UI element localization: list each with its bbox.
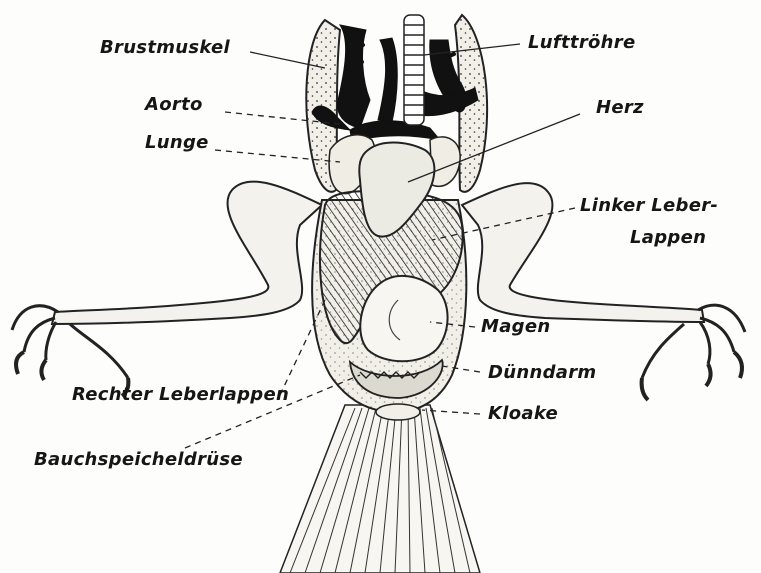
label-magen: Magen [481, 316, 550, 337]
label-rechter-leberlappen: Rechter Leberlappen [72, 384, 289, 405]
trachea [404, 15, 424, 125]
label-lunge: Lunge [145, 132, 209, 153]
label-brustmuskel: Brustmuskel [100, 37, 230, 58]
cloaca [376, 404, 420, 420]
right-leg [52, 182, 322, 324]
label-linker-leberlappen-line2: Lappen [630, 227, 706, 248]
label-kloake: Kloake [488, 403, 558, 424]
label-aorta: Aorto [145, 94, 203, 115]
tail-feathers [280, 405, 480, 573]
stomach [360, 276, 447, 361]
label-luftroehre: Lufttröhre [528, 32, 635, 53]
label-linker-leberlappen-line1: Linker Leber- [580, 195, 718, 216]
label-duenndarm: Dünndarm [488, 362, 596, 383]
label-bauchspeicheldruese: Bauchspeicheldrüse [34, 449, 243, 470]
label-herz: Herz [596, 97, 644, 118]
